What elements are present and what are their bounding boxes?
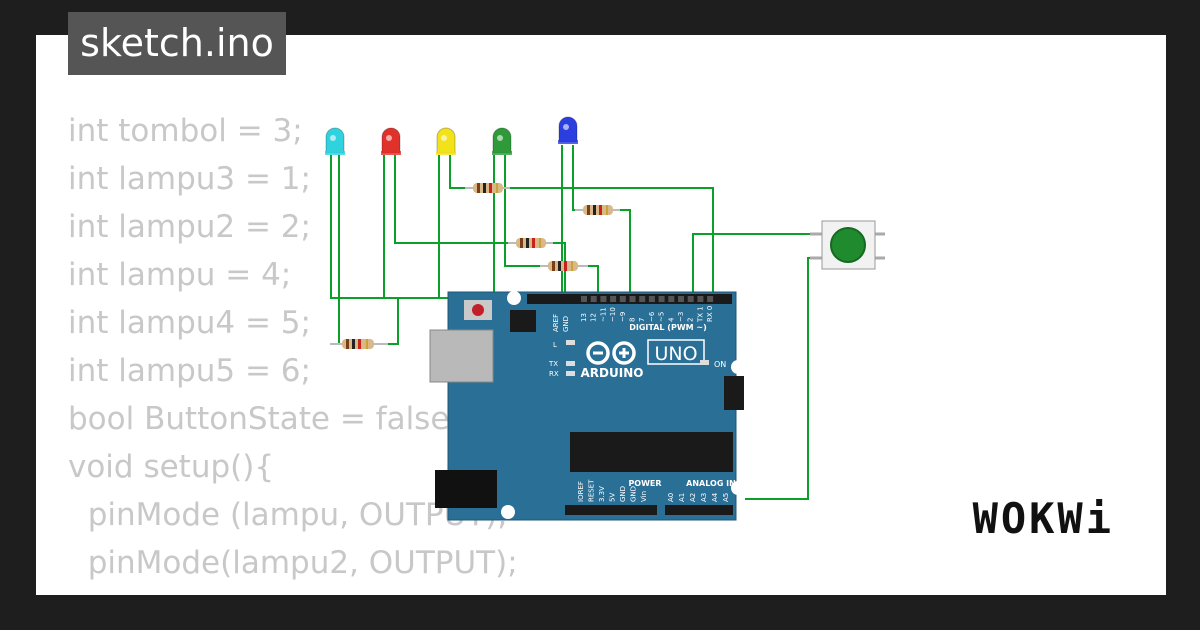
led-red (381, 127, 401, 155)
led-green (492, 127, 512, 155)
header-pin[interactable] (678, 296, 684, 302)
code-line: void setup(){ (68, 449, 275, 485)
header-pin[interactable] (697, 296, 704, 302)
led-cyan (325, 127, 345, 155)
code-editor: int tombol = 3; int lampu3 = 1; int lampu2… (68, 107, 518, 595)
analog-pin-label: A4 (711, 492, 719, 502)
tx-led-label: TX (548, 360, 558, 368)
analog-header-label: ANALOG IN (686, 479, 736, 488)
header-pin[interactable] (658, 296, 665, 302)
wire (394, 155, 510, 244)
board-brand-label: ARDUINO (581, 366, 644, 380)
wire (572, 145, 580, 211)
digital-header-label: DIGITAL (PWM ~) (629, 323, 707, 332)
wire (449, 155, 465, 189)
power-jack (435, 470, 497, 508)
file-tab[interactable]: sketch.ino (68, 12, 286, 75)
digital-pin-label: RX 0 (706, 306, 714, 322)
aref-pin-label: AREF (552, 314, 560, 332)
code-line: int lampu4 = 5; (68, 305, 311, 341)
wire (330, 155, 510, 299)
digital-pin-label: 2 (687, 318, 695, 322)
power-pin-label: GND (619, 486, 627, 502)
microcontroller-chip (570, 432, 733, 472)
analog-pin-label: A5 (722, 493, 730, 502)
code-line: bool ButtonState = false; (68, 401, 460, 437)
resistors (330, 183, 620, 349)
wokwi-logo: WOKWi (972, 494, 1114, 543)
wire (745, 257, 815, 500)
header-pin[interactable] (707, 296, 714, 302)
analog-pin-label: A3 (700, 493, 708, 502)
digital-pin-label: 4 (667, 317, 675, 322)
digital-pin-label: 12 (590, 313, 598, 322)
power-pin-label: 5V (609, 493, 617, 502)
power-pin-label: RESET (588, 479, 596, 502)
power-header-label: POWER (628, 479, 661, 488)
digital-pin-label: ~3 (677, 312, 685, 322)
header-pin[interactable] (600, 296, 607, 302)
header-pin[interactable] (629, 296, 636, 302)
code-line: int lampu = 4; (68, 257, 292, 293)
wire (388, 298, 399, 345)
digital-pin-label: ~9 (619, 312, 627, 322)
digital-pin-label: 8 (629, 318, 637, 322)
analog-pin-label: A2 (689, 493, 697, 502)
l-led-label: L (553, 341, 557, 349)
wire (692, 233, 815, 298)
rx-led-label: RX (549, 370, 559, 378)
power-pin-label: GND (630, 486, 638, 502)
leds (325, 116, 578, 155)
header-pin[interactable] (619, 296, 626, 302)
header-pin[interactable] (648, 296, 655, 302)
header-pin[interactable] (610, 296, 617, 302)
digital-pin-label: ~6 (648, 311, 656, 322)
digital-pin-label: ~5 (658, 312, 666, 322)
on-led-label: ON (714, 360, 726, 369)
wire (588, 265, 599, 298)
board-model-label: UNO (654, 343, 697, 365)
wire (620, 209, 631, 298)
resistor (540, 261, 588, 271)
led-yellow (436, 127, 456, 155)
digital-pin-label: ~10 (609, 307, 617, 322)
header-pin[interactable] (581, 296, 587, 302)
resistor (575, 205, 620, 215)
file-tab-label: sketch.ino (80, 21, 274, 65)
header-pin[interactable] (590, 296, 597, 302)
digital-pin-label: 13 (580, 313, 588, 322)
code-line: pinMode(lampu2, OUTPUT); (68, 545, 518, 581)
gnd-pin-label: GND (562, 316, 570, 332)
arduino-uno-board: UNO ARDUINO DIGITAL (PWM ~) POWER ANALOG… (429, 291, 745, 521)
wire (504, 155, 540, 267)
resistor (465, 183, 510, 193)
power-pin-label: 3.3V (598, 486, 606, 502)
wire (510, 187, 714, 298)
power-pin-label: Vin (640, 491, 648, 502)
analog-pin-label: A0 (667, 493, 675, 502)
digital-pin-label: ~11 (599, 307, 607, 322)
power-pin-label: IOREF (577, 481, 585, 502)
code-line: int lampu2 = 2; (68, 209, 311, 245)
resistor (508, 238, 553, 248)
arduino-logo-icon (586, 341, 636, 365)
code-line: int tombol = 3; (68, 113, 303, 149)
digital-pin-label: TX 1 (696, 306, 704, 323)
header-pin[interactable] (687, 296, 694, 302)
preview-card: int tombol = 3; int lampu3 = 1; int lampu2… (36, 35, 1166, 595)
circuit-diagram: UNO ARDUINO DIGITAL (PWM ~) POWER ANALOG… (325, 116, 885, 521)
push-button[interactable] (810, 220, 885, 270)
resistor (330, 339, 388, 349)
digital-pin-label: 7 (638, 318, 646, 322)
wire (553, 242, 566, 298)
header-pin[interactable] (639, 296, 646, 302)
usb-port (429, 329, 494, 383)
code-line: pinMode(tombol, INPUT); (68, 587, 518, 595)
header-pin[interactable] (668, 296, 675, 302)
analog-pin-label: A1 (678, 493, 686, 502)
code-line: int lampu3 = 1; (68, 161, 311, 197)
code-line: int lampu5 = 6; (68, 353, 311, 389)
led-blue (558, 116, 578, 144)
